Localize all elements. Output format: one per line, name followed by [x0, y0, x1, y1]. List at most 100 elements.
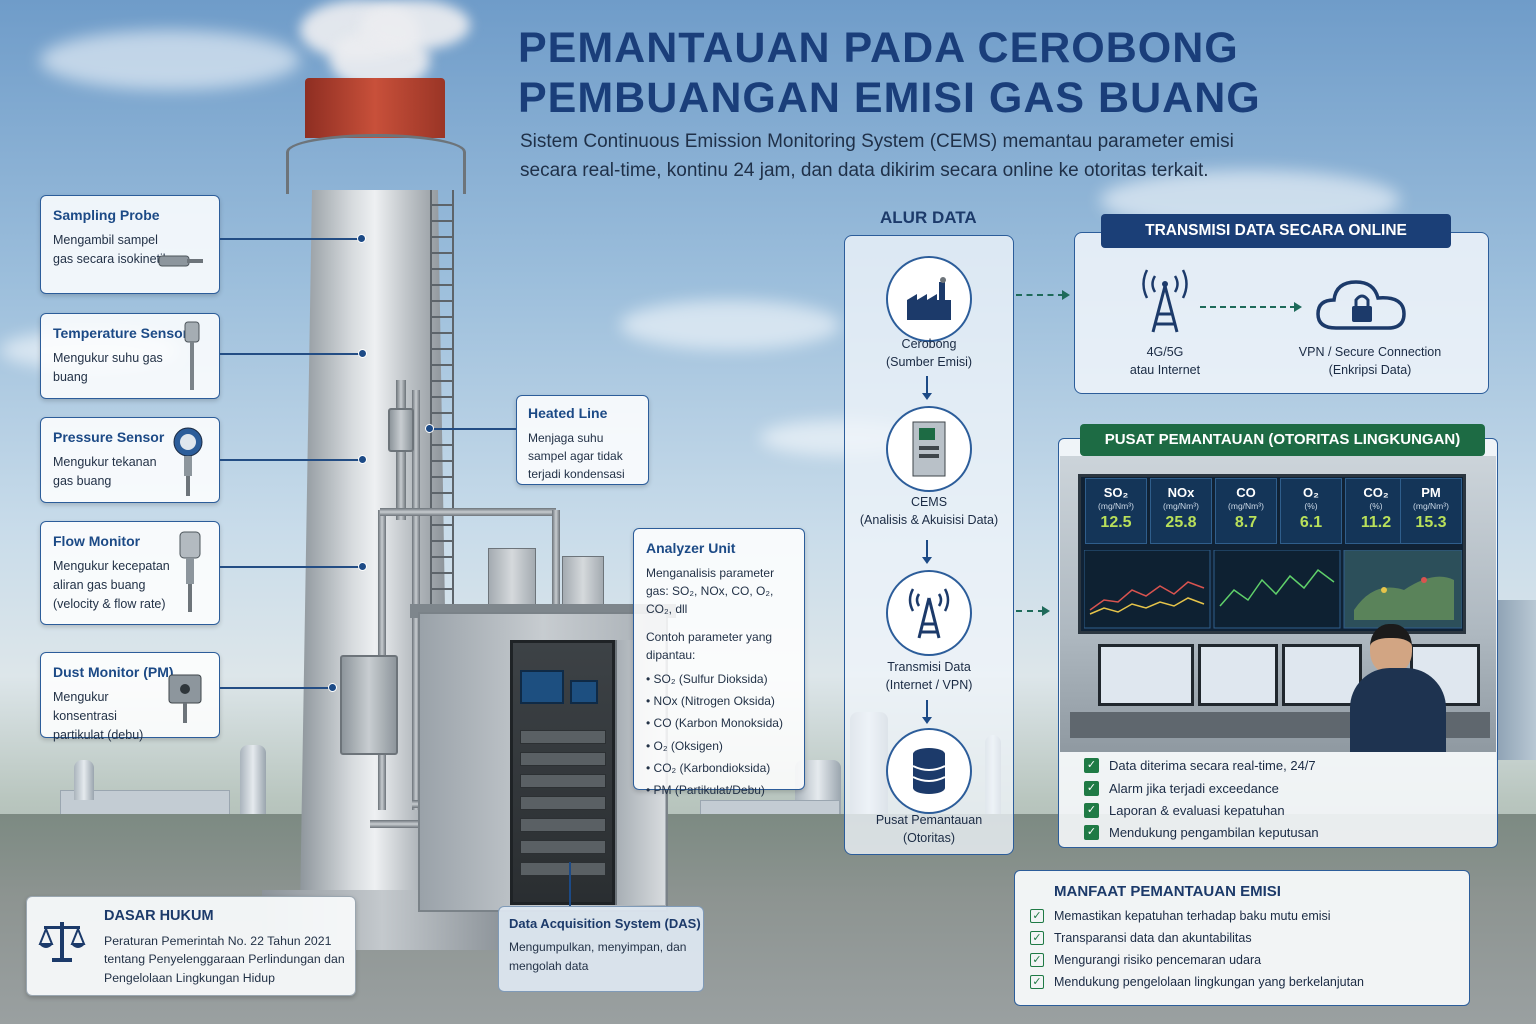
heated-line-desc: Menjaga suhu sampel agar tidak terjadi k…: [528, 431, 625, 481]
benefit-text: Alarm jika terjadi exceedance: [1109, 781, 1279, 796]
legal-text: Peraturan Pemerintah No. 22 Tahun 2021 t…: [104, 934, 345, 985]
sensor-point: [358, 349, 367, 358]
flow-step-circle: [886, 570, 972, 656]
metric-co2: CO₂ (%) 11.2: [1345, 478, 1407, 544]
flow-step-sub: (Internet / VPN): [885, 677, 973, 692]
metric-unit: (mg/Nm³): [1163, 501, 1199, 511]
factory-icon: [907, 277, 951, 320]
pressure-gauge-icon: [173, 427, 203, 496]
operator-body: [1350, 668, 1446, 752]
benefits-box: [1014, 870, 1470, 1006]
benefit-item-text: Mengurangi risiko pencemaran udara: [1054, 953, 1262, 967]
flow-title: ALUR DATA: [880, 208, 977, 227]
monitoring-benefit: ✓ Laporan & evaluasi kepatuhan: [1084, 803, 1285, 818]
metric-so2: SO₂ (mg/Nm³) 12.5: [1085, 478, 1147, 544]
flow-arrow: [922, 540, 932, 564]
analyzer-card: Analyzer Unit Menganalisis parameter gas…: [633, 528, 805, 797]
transmission-box: [1074, 232, 1489, 394]
flow-step-label: CEMS (Analisis & Akuisisi Data): [846, 494, 1012, 529]
metric-o2: O₂ (%) 6.1: [1280, 478, 1342, 544]
sensor-desc: Mengukur tekanan gas buang: [53, 455, 157, 488]
transmission-left-label: 4G/5G atau Internet: [1110, 343, 1220, 379]
parameter-item: CO (Karbon Monoksida): [646, 712, 792, 734]
flow-step-sub: (Otoritas): [902, 830, 956, 845]
cell-tower-icon: [1142, 269, 1188, 333]
thermometer-probe-icon: [184, 321, 200, 390]
das-leader-line: [569, 862, 571, 906]
metric-name: O₂: [1303, 485, 1319, 500]
sensor-name: Flow Monitor: [53, 533, 141, 549]
analyzer-list-title: Contoh parameter yang dipantau:: [646, 630, 773, 662]
database-icon: [912, 748, 946, 794]
network-type: 4G/5G: [1146, 345, 1184, 359]
transmission-title: TRANSMISI DATA SECARA ONLINE: [1101, 214, 1451, 248]
sensor-name: Dust Monitor (PM): [53, 664, 174, 680]
metric-name: CO: [1236, 485, 1256, 500]
check-icon: ✓: [1084, 825, 1099, 840]
benefits-title: MANFAAT PEMANTAUAN EMISI: [1054, 883, 1281, 900]
transmission-arrow: [1200, 302, 1302, 312]
metric-nox: NOx (mg/Nm³) 25.8: [1150, 478, 1212, 544]
check-icon: ✓: [1084, 781, 1099, 796]
metric-unit: (%): [1304, 501, 1318, 511]
sensor-desc: Mengukur konsentrasi partikulat (debu): [53, 690, 144, 742]
sensor-point: [358, 455, 367, 464]
sensor-desc: Mengukur kecepatan aliran gas buang (vel…: [53, 559, 170, 611]
sensor-card-flow: Flow Monitor Mengukur kecepatan aliran g…: [40, 521, 220, 625]
monitoring-benefit: ✓ Alarm jika terjadi exceedance: [1084, 781, 1279, 796]
benefit-item: ✓ Mengurangi risiko pencemaran udara: [1030, 953, 1261, 967]
metric-unit: (mg/Nm³): [1098, 501, 1134, 511]
analyzer-title: Analyzer Unit: [646, 540, 736, 556]
page-subtitle: Sistem Continuous Emission Monitoring Sy…: [520, 131, 1234, 181]
metric-name: CO₂: [1363, 485, 1389, 500]
check-icon: ✓: [1084, 803, 1099, 818]
benefit-item: ✓ Memastikan kepatuhan terhadap baku mut…: [1030, 909, 1331, 923]
metric-unit: (mg/Nm³): [1413, 501, 1449, 511]
benefit-item: ✓ Mendukung pengelolaan lingkungan yang …: [1030, 975, 1364, 989]
benefit-item-text: Transparansi data dan akuntabilitas: [1054, 931, 1252, 945]
cems-cabinet-icon: [912, 421, 946, 477]
legal-title: DASAR HUKUM: [104, 908, 214, 924]
metric-unit: (%): [1369, 501, 1383, 511]
dust-monitor-icon: [168, 674, 202, 723]
flow-arrow: [922, 700, 932, 724]
benefit-text: Laporan & evaluasi kepatuhan: [1109, 803, 1285, 818]
metric-name: NOx: [1167, 485, 1195, 500]
parameter-list: SO₂ (Sulfur Dioksida) NOx (Nitrogen Oksi…: [646, 668, 792, 801]
metric-value: 15.3: [1415, 514, 1447, 531]
check-icon: ✓: [1084, 758, 1099, 773]
monitoring-benefit: ✓ Data diterima secara real-time, 24/7: [1084, 758, 1316, 773]
sensor-point: [328, 683, 337, 692]
workstation-monitor: [1282, 644, 1362, 706]
sensor-name: Temperature Sensor: [53, 325, 189, 341]
parameter-item: O₂ (Oksigen): [646, 735, 792, 757]
checkbox-icon: ✓: [1030, 909, 1044, 923]
flow-step-circle: [886, 256, 972, 342]
sensor-name: Sampling Probe: [53, 207, 160, 223]
network-alt: atau Internet: [1129, 363, 1201, 378]
metric-name: PM: [1421, 485, 1441, 500]
flow-step-sub: (Analisis & Akuisisi Data): [859, 512, 999, 527]
connector-arrow: [1016, 606, 1050, 616]
flow-step-circle: [886, 728, 972, 814]
benefit-item-text: Mendukung pengelolaan lingkungan yang be…: [1054, 975, 1364, 989]
antenna-icon: [908, 588, 950, 639]
metric-name: SO₂: [1103, 485, 1129, 500]
sensor-desc: Mengukur suhu gas buang: [53, 351, 163, 384]
leader-line: [220, 459, 362, 461]
sensor-card-sampling-probe: Sampling Probe Mengambil sampel gas seca…: [40, 195, 220, 294]
operator-head: [1370, 624, 1412, 674]
benefit-text: Data diterima secara real-time, 24/7: [1109, 758, 1316, 773]
scales-icon: [38, 922, 86, 962]
monitoring-center-title: PUSAT PEMANTAUAN (OTORITAS LINGKUNGAN): [1080, 424, 1485, 456]
das-box: [498, 906, 704, 992]
workstation-monitor: [1198, 644, 1278, 706]
sensor-card-temperature: Temperature Sensor Mengukur suhu gas bua…: [40, 313, 220, 399]
parameter-item: CO₂ (Karbondioksida): [646, 757, 792, 779]
trend-charts: [1084, 550, 1462, 629]
sensor-point: [425, 424, 434, 433]
checkbox-icon: ✓: [1030, 931, 1044, 945]
parameter-item: SO₂ (Sulfur Dioksida): [646, 668, 792, 690]
sensor-point: [358, 562, 367, 571]
flow-step-title: Cerobong: [901, 337, 957, 351]
